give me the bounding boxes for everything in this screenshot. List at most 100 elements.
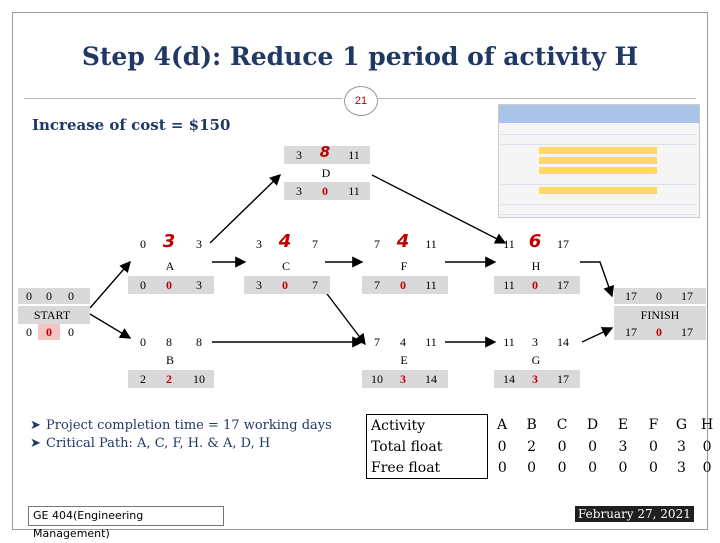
late-start: 0	[130, 277, 156, 293]
table-cell: 0	[638, 457, 668, 479]
activity-name: B	[140, 352, 200, 368]
early-finish: 17	[550, 236, 576, 252]
early-start: 0	[130, 236, 156, 252]
duration: 4	[272, 234, 298, 250]
table-cell: 0	[694, 436, 720, 457]
activity-name: FINISH	[630, 307, 690, 323]
bullet-critical-path: ➤Critical Path: A, C, F, H. & A, D, H	[30, 436, 270, 451]
footer-course: GE 404(Engineering Management)	[28, 506, 224, 526]
table-cell: 3	[669, 457, 695, 479]
table-cell: 0	[516, 457, 546, 479]
total-float: 0	[312, 183, 338, 199]
total-float: 0	[272, 277, 298, 293]
activity-name: G	[506, 352, 566, 368]
arrow-bullet-icon: ➤	[30, 418, 46, 433]
late-start: 7	[364, 277, 390, 293]
table-cell: 0	[608, 457, 638, 479]
activity-name: D	[296, 165, 356, 181]
table-cell: 0	[694, 457, 720, 479]
total-float: 0	[646, 324, 672, 340]
table-cell: C	[547, 415, 577, 437]
duration: 8	[312, 144, 338, 160]
early-start: 3	[246, 236, 272, 252]
total-float: 0	[522, 277, 548, 293]
late-finish: 17	[550, 371, 576, 387]
table-cell: A	[488, 415, 517, 437]
late-finish: 7	[302, 277, 328, 293]
early-finish: 11	[341, 147, 367, 163]
total-float: 3	[522, 371, 548, 387]
early-start: 7	[364, 334, 390, 350]
table-cell: 0	[638, 436, 668, 457]
table-spacer	[478, 415, 488, 437]
duration: 6	[522, 234, 548, 250]
activity-name: C	[256, 258, 316, 274]
late-finish: 11	[418, 277, 444, 293]
early-finish: 0	[58, 288, 84, 304]
early-start: 0	[130, 334, 156, 350]
table-spacer	[478, 457, 488, 479]
early-start: 11	[496, 334, 522, 350]
table-cell: H	[694, 415, 720, 437]
activity-name: H	[506, 258, 566, 274]
late-finish: 17	[550, 277, 576, 293]
duration: 8	[156, 334, 182, 350]
table-cell: 0	[488, 457, 517, 479]
row-label-free-float: Free float	[367, 457, 478, 479]
early-finish: 8	[186, 334, 212, 350]
table-cell: 0	[547, 436, 577, 457]
table-row: Total float 0 2 0 0 3 0 3 0	[367, 436, 720, 457]
early-finish: 11	[418, 334, 444, 350]
early-finish: 11	[418, 236, 444, 252]
late-start: 11	[496, 277, 522, 293]
late-start: 2	[130, 371, 156, 387]
table-cell: 0	[577, 457, 607, 479]
total-float: 2	[156, 371, 182, 387]
total-float: 0	[390, 277, 416, 293]
early-start: 17	[618, 288, 644, 304]
table-cell: F	[638, 415, 668, 437]
table-cell: 2	[516, 436, 546, 457]
duration: 4	[390, 234, 416, 250]
table-cell: 0	[547, 457, 577, 479]
table-cell: 3	[608, 436, 638, 457]
table-cell: G	[669, 415, 695, 437]
late-finish: 3	[186, 277, 212, 293]
table-cell: 0	[577, 436, 607, 457]
table-cell: D	[577, 415, 607, 437]
late-finish: 10	[186, 371, 212, 387]
early-start: 7	[364, 236, 390, 252]
late-finish: 14	[418, 371, 444, 387]
early-finish: 3	[186, 236, 212, 252]
early-start: 3	[286, 147, 312, 163]
table-cell: B	[516, 415, 546, 437]
late-start: 3	[286, 183, 312, 199]
early-finish: 17	[674, 288, 700, 304]
table-cell: 0	[488, 436, 517, 457]
total-float: 3	[390, 371, 416, 387]
late-start: 17	[618, 324, 644, 340]
footer-date: February 27, 2021	[575, 506, 694, 522]
activity-name: F	[374, 258, 434, 274]
early-finish: 7	[302, 236, 328, 252]
late-finish: 17	[674, 324, 700, 340]
activity-name: E	[374, 352, 434, 368]
duration: 3	[156, 234, 182, 250]
table-spacer	[478, 436, 488, 457]
total-float: 0	[156, 277, 182, 293]
early-finish: 14	[550, 334, 576, 350]
late-start: 10	[364, 371, 390, 387]
late-finish: 11	[341, 183, 367, 199]
duration: 4	[390, 334, 416, 350]
table-row: Free float 0 0 0 0 0 0 3 0	[367, 457, 720, 479]
activity-name: A	[140, 258, 200, 274]
activity-name: START	[22, 307, 82, 323]
table-cell: 3	[669, 436, 695, 457]
table-row: Activity A B C D E F G H	[367, 415, 720, 437]
bullet-text: Critical Path: A, C, F, H. & A, D, H	[46, 436, 270, 451]
arrow-bullet-icon: ➤	[30, 436, 46, 451]
bullet-completion-time: ➤Project completion time = 17 working da…	[30, 418, 332, 433]
table-cell: E	[608, 415, 638, 437]
row-label-activity: Activity	[367, 415, 478, 437]
duration: 3	[522, 334, 548, 350]
